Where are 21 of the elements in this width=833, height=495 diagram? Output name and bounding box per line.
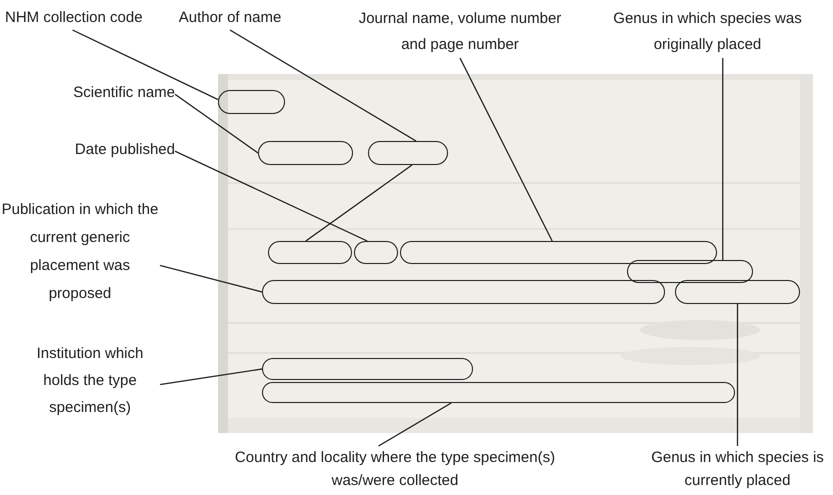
annotation-label: Country and locality where the type specimen(s) was/were collected: [230, 446, 560, 492]
leader-line: [378, 402, 452, 447]
leader-line: [736, 304, 738, 446]
annotation-label: Author of name: [170, 6, 290, 30]
leader-line: [160, 264, 262, 293]
annotation-label: Publication in which the current generic placement was proposed: [0, 196, 160, 308]
annotation-label: Genus in which species was originally placed: [585, 6, 830, 58]
annotation-label: NHM collection code: [5, 6, 155, 30]
leader-line: [72, 29, 218, 100]
leader-line: [174, 150, 368, 242]
leader-line: [160, 368, 262, 386]
annotation-label: Date published: [25, 138, 175, 162]
annotation-label: Scientific name: [25, 81, 175, 105]
leader-line: [174, 94, 258, 154]
annotation-label: Institution which holds the type specimen(s): [20, 340, 160, 421]
leader-line: [459, 58, 553, 242]
annotation-label: Journal name, volume number and page number: [345, 6, 575, 58]
annotation-label: Genus in which species is currently placed: [640, 446, 833, 492]
leader-line: [305, 164, 412, 242]
leader-line: [722, 58, 724, 260]
leader-line: [230, 29, 416, 142]
